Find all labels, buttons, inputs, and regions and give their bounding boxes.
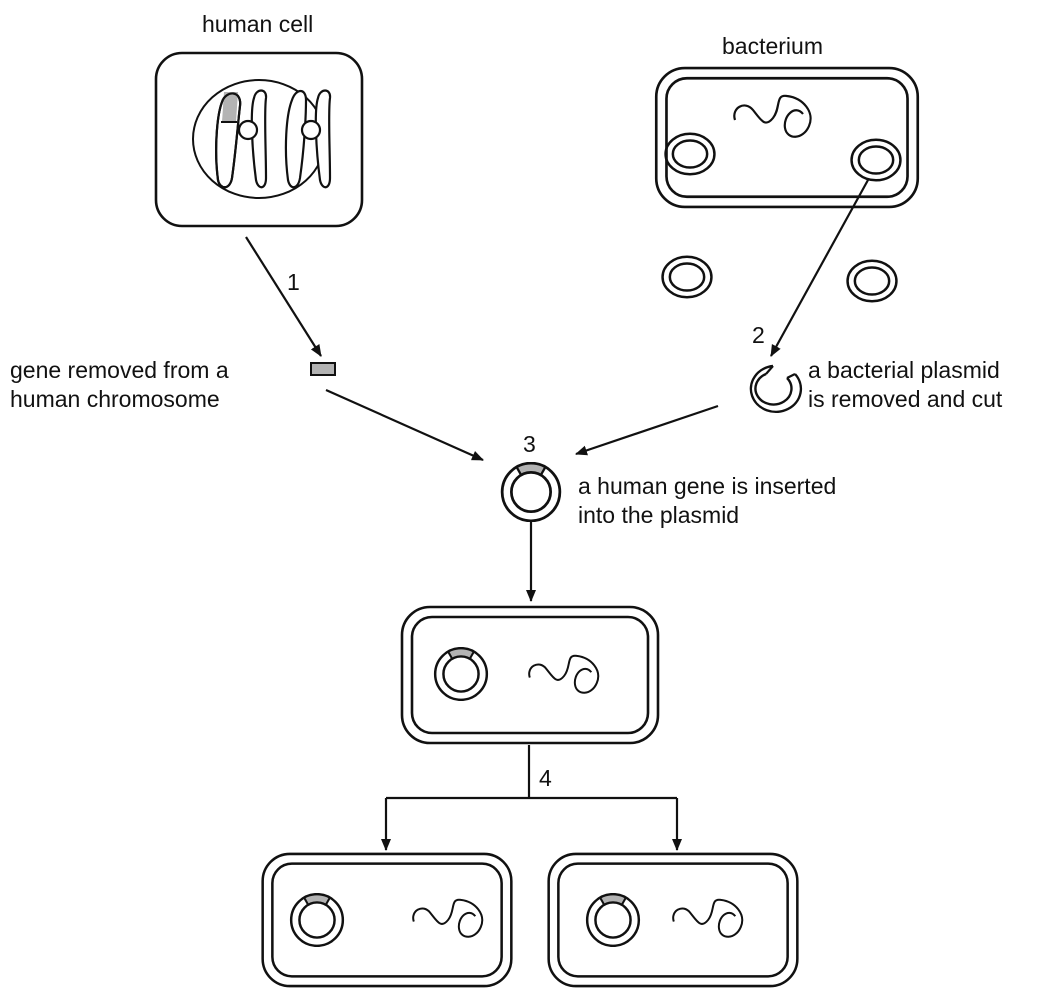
human-cell-label: human cell: [202, 11, 314, 37]
bacterial-chromosome: [412, 898, 484, 938]
chromosomes: [215, 89, 332, 189]
bacterium-plasmid-right: [850, 138, 902, 182]
step-2-label: 2: [752, 322, 765, 348]
arrow-gene-to-plasmid: [325, 388, 484, 462]
transformed-bacterium: [400, 605, 660, 745]
plasmid-removed-line-2: is removed and cut: [808, 386, 1003, 412]
removed-gene: [310, 362, 336, 376]
free-plasmid-left: [661, 255, 713, 299]
arrow-step-1: [245, 236, 322, 357]
plasmid-removed-line-1: a bacterial plasmid: [808, 357, 1000, 383]
gene-removed-line-2: human chromosome: [10, 386, 220, 412]
cut-plasmid: [749, 364, 803, 414]
step-4-label: 4: [539, 765, 552, 791]
daughter-bacterium-left: [261, 852, 513, 988]
gene-inserted-line-2: into the plasmid: [578, 502, 740, 528]
arrow-cut-plasmid-to-plasmid: [575, 404, 719, 456]
bacterial-chromosome: [733, 94, 812, 138]
recombinant-plasmid-in-cell: [433, 647, 489, 701]
step-3-label: 3: [523, 431, 536, 457]
arrow-step-4: [381, 745, 682, 851]
recombinant-plasmid: [500, 462, 562, 522]
free-plasmid-right: [846, 259, 898, 303]
bacterial-chromosome: [528, 654, 600, 694]
bacterium: [654, 66, 920, 209]
gene-removed-label: gene removed from a human chromosome: [10, 356, 229, 414]
human-cell: [154, 51, 364, 228]
step-1-label: 1: [287, 269, 300, 295]
human-cell-membrane: [154, 51, 364, 228]
gene-removed-line-1: gene removed from a: [10, 357, 229, 383]
bacterium-plasmid-left: [664, 132, 716, 176]
bacterial-chromosome: [672, 898, 744, 938]
recombinant-plasmid-in-cell: [289, 893, 345, 947]
bacterium-label: bacterium: [722, 33, 823, 59]
recombinant-plasmid-in-cell: [585, 893, 641, 947]
gene-inserted-line-1: a human gene is inserted: [578, 473, 837, 499]
plasmid-removed-label: a bacterial plasmid is removed and cut: [808, 356, 1002, 414]
gene-inserted-label: a human gene is inserted into the plasmi…: [578, 472, 836, 530]
daughter-bacterium-right: [547, 852, 799, 988]
arrow-step-2: [770, 179, 869, 357]
